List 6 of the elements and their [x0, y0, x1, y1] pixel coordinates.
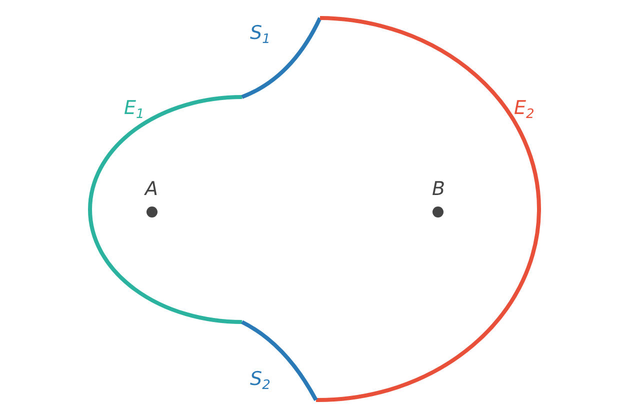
curve-label: S$_{1}$ [250, 22, 270, 44]
curve-label: S$_{2}$ [250, 368, 270, 390]
curve-label: E$_{2}$ [514, 97, 534, 119]
curve-label: B [432, 178, 446, 200]
curve-label: E$_{1}$ [124, 97, 144, 119]
curve-label: A [145, 178, 158, 200]
